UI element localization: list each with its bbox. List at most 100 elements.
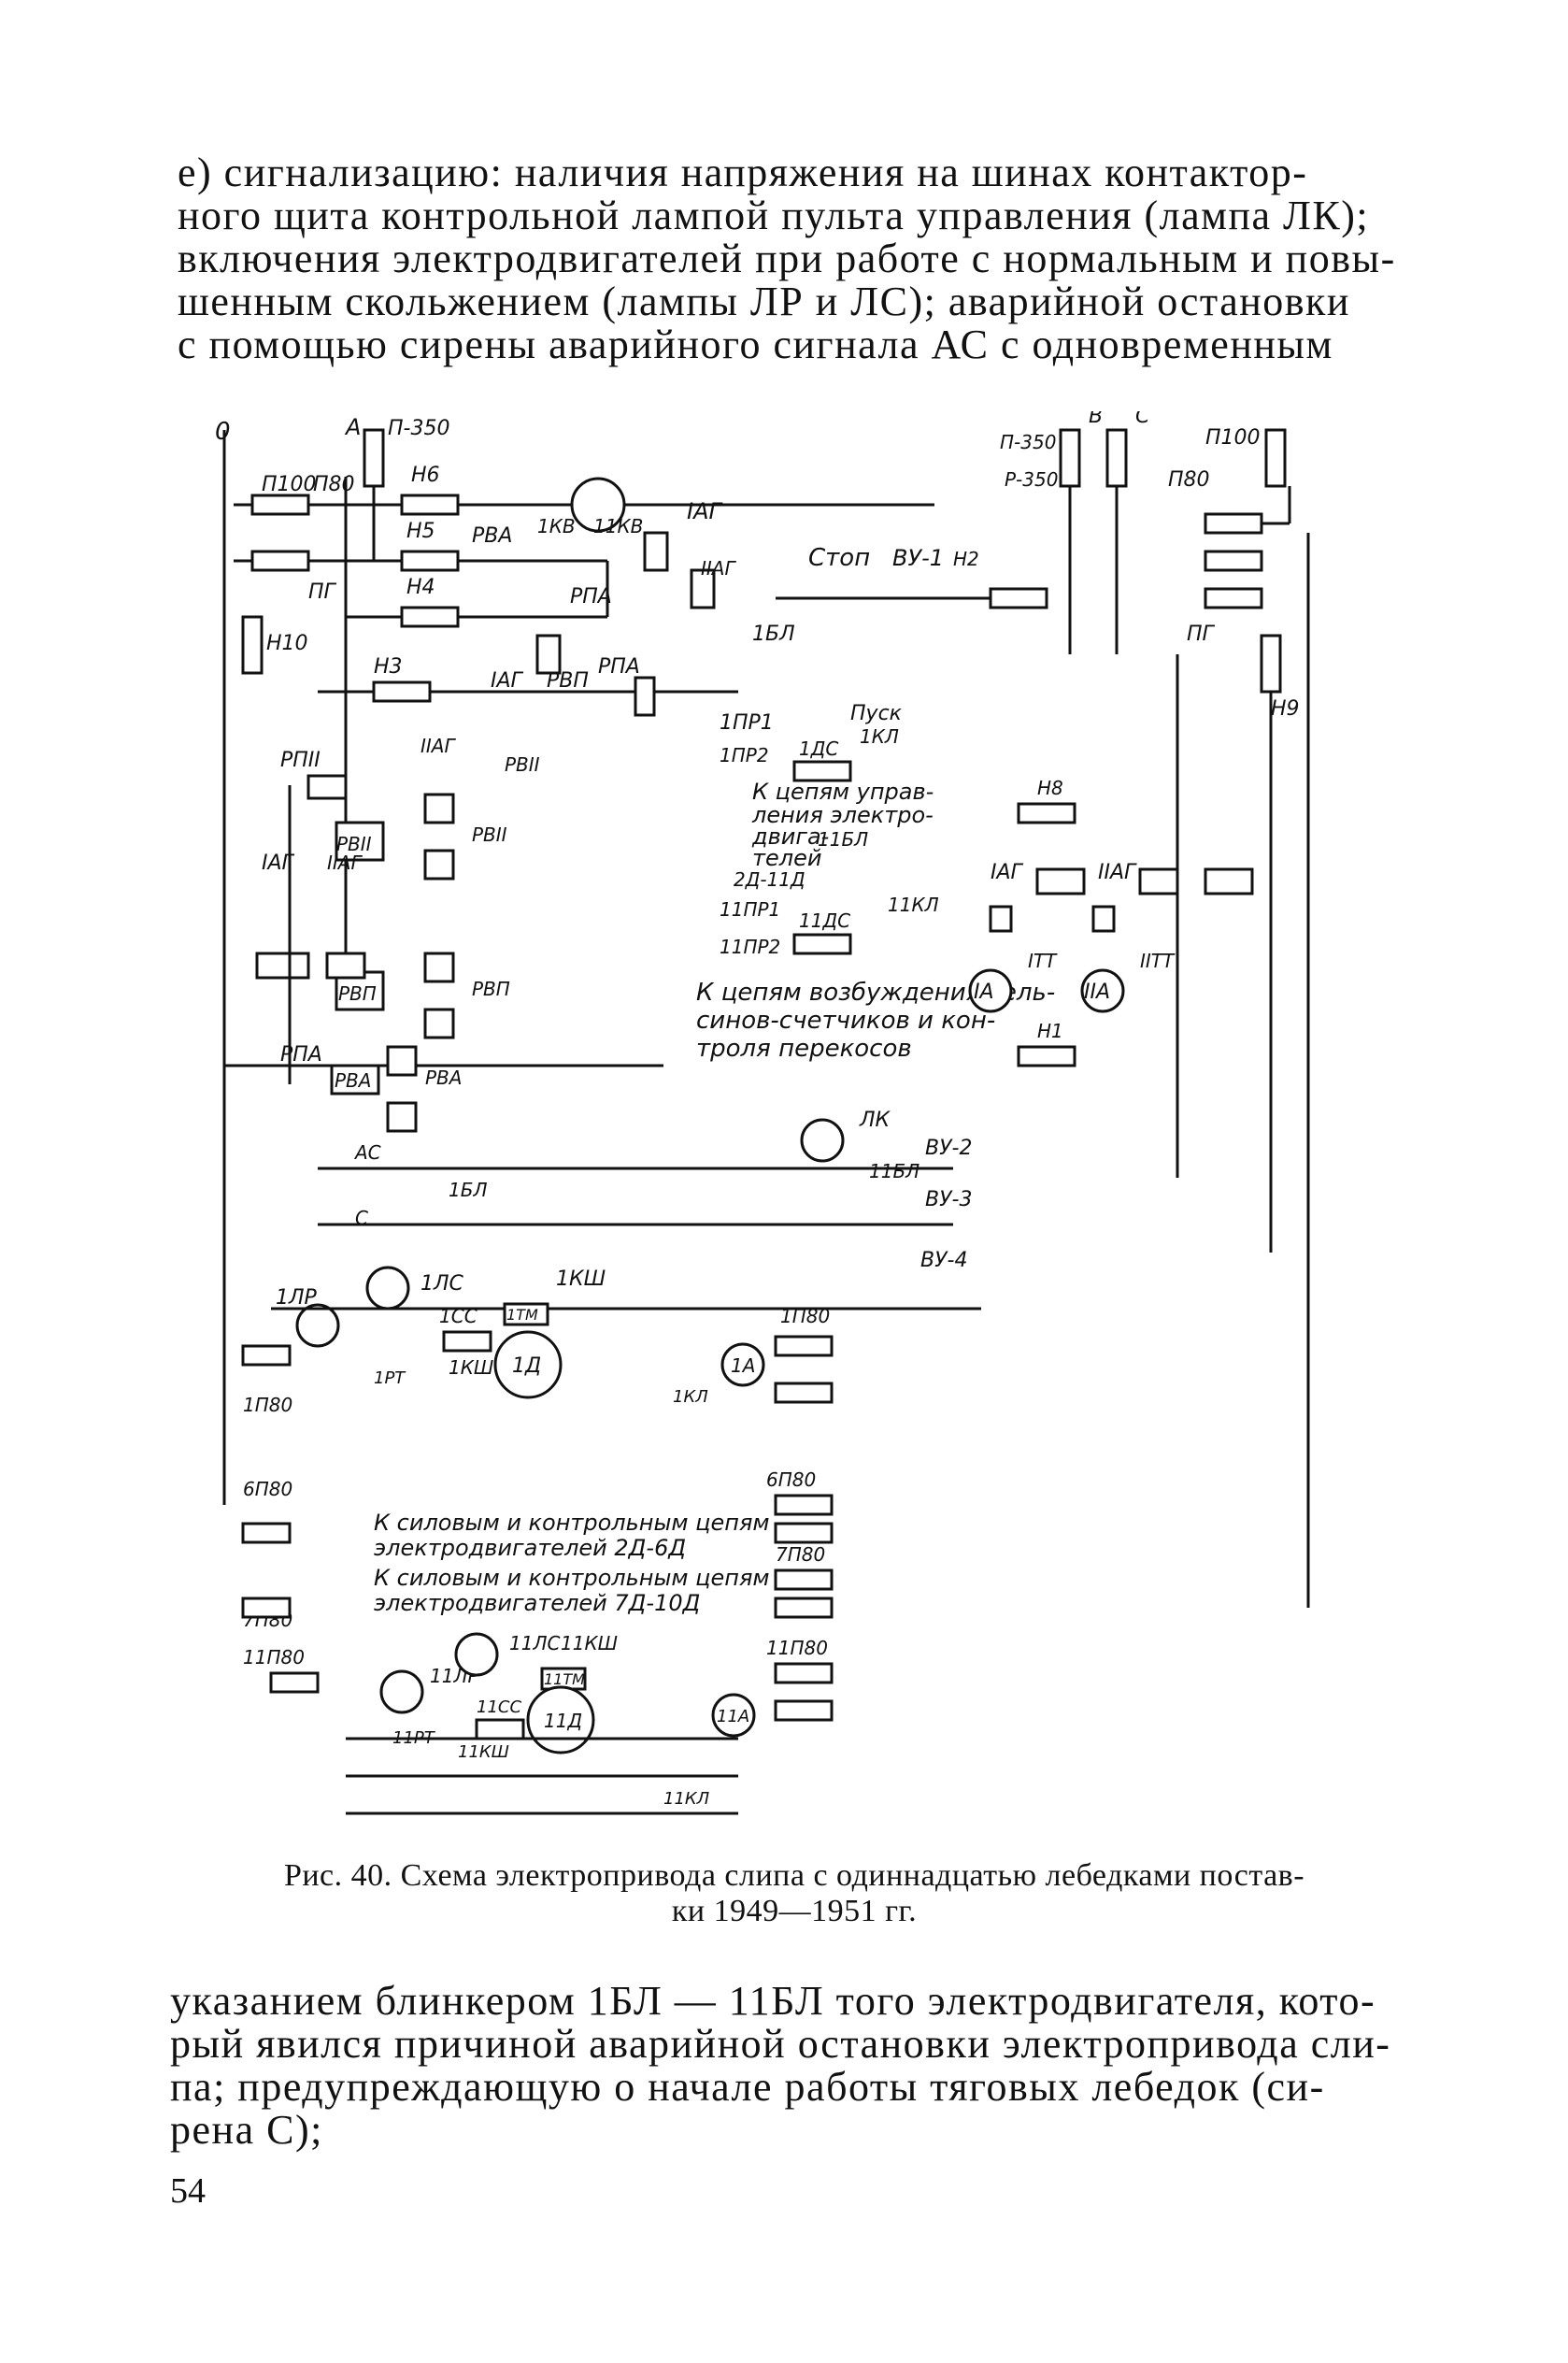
figure-caption: Рис. 40. Схема электропривода слипа с од… bbox=[187, 1858, 1402, 1929]
label-n5: Н5 bbox=[406, 520, 435, 543]
label-1kv: 1КВ bbox=[537, 515, 576, 537]
label-lk: ЛК bbox=[859, 1109, 891, 1132]
right-feed: В С П-350 Р-350 П100 П80 ПГ Н9 bbox=[1000, 411, 1310, 1608]
label-11ksh-top: 11КШ bbox=[561, 1632, 618, 1654]
label-1pr1: 1ПР1 bbox=[720, 711, 774, 735]
label-c: С bbox=[1135, 411, 1150, 428]
text-line: с помощью сирены аварийного сигнала АС с… bbox=[178, 322, 1333, 367]
label-control-note: К цепям управ- bbox=[752, 779, 934, 805]
text-line: рый явился причиной аварийной остановки … bbox=[170, 2021, 1391, 2067]
label-rvii-b: РВII bbox=[472, 823, 507, 846]
label-r350: Р-350 bbox=[1005, 468, 1058, 491]
label-1kl-m1: 1КЛ bbox=[673, 1387, 708, 1407]
ammeter-11a bbox=[711, 1693, 756, 1738]
label-iag-top: IАГ bbox=[687, 498, 722, 524]
text-line: шенным скольжением (лампы ЛР и ЛС); авар… bbox=[178, 279, 1350, 324]
label-control-note3: двига- bbox=[751, 823, 829, 850]
label-rva: РВА bbox=[472, 524, 512, 548]
ammeter-1a bbox=[720, 1342, 765, 1387]
label-1kl-a: 1КЛ bbox=[860, 725, 899, 748]
label-n2: Н2 bbox=[953, 548, 979, 570]
label-11p80-right: 11П80 bbox=[766, 1637, 828, 1659]
lamp-lr1 bbox=[295, 1303, 340, 1348]
label-7p80-right: 7П80 bbox=[776, 1543, 825, 1566]
label-iiag-right: IIАГ bbox=[1098, 861, 1137, 884]
label-1a: 1А bbox=[731, 1354, 755, 1377]
label-power-note1: К силовым и контрольным цепям bbox=[374, 1510, 770, 1536]
text-line: указанием блинкером 1БЛ — 11БЛ того элек… bbox=[170, 1978, 1376, 2024]
label-11pr1: 11ПР1 bbox=[720, 898, 780, 921]
label-1p80-left: 1П80 bbox=[243, 1394, 292, 1416]
label-pg-left: ПГ bbox=[308, 580, 337, 604]
motor-1d bbox=[493, 1330, 563, 1399]
label-1bl-row: 1БЛ bbox=[449, 1179, 487, 1201]
label-vu1: ВУ-1 bbox=[892, 545, 944, 571]
top-bus: Н6 Н5 РВА 1КВ 11КВ Н4 РПА IАГ IIАГ Стоп … bbox=[346, 464, 1048, 646]
motor-11-group: 11П80 11ЛР 11ЛС 11КШ 11ТМ 11Д 11СС 11КШ … bbox=[243, 1632, 834, 1815]
label-p80-right: П80 bbox=[1168, 468, 1210, 492]
relay-block: Н3 IАГ РВП РПА РПII IIАГ РВII РВII РВII … bbox=[224, 634, 1055, 1133]
label-b: В bbox=[1089, 411, 1103, 428]
label-rva-b: РВА bbox=[425, 1067, 462, 1089]
label-iag-relay: IАГ bbox=[491, 669, 524, 693]
label-vu3: ВУ-3 bbox=[925, 1188, 972, 1211]
label-rpa-relay: РПА bbox=[598, 655, 640, 679]
label-iiag-side: IIАГ bbox=[327, 852, 363, 874]
label-n3: Н3 bbox=[374, 655, 403, 679]
label-1cc: 1СС bbox=[439, 1305, 478, 1327]
label-1lr: 1ЛР bbox=[276, 1286, 318, 1310]
text-line: па; предупреждающую о начале работы тяго… bbox=[170, 2064, 1325, 2110]
label-11bl: 11БЛ bbox=[818, 828, 868, 851]
label-rvp: РВП bbox=[547, 669, 589, 693]
label-power-note4: электродвигателей 7Д-10Д bbox=[374, 1590, 700, 1616]
label-rpa-low: РПА bbox=[280, 1043, 322, 1067]
label-vu4: ВУ-4 bbox=[920, 1249, 967, 1272]
text-line: ного щита контрольной лампой пульта упра… bbox=[178, 193, 1370, 238]
lamp-lk bbox=[800, 1118, 845, 1163]
label-ia: IА bbox=[974, 981, 994, 1004]
motor-1-group: ВУ-4 1ЛР 1ЛС 1СС 1КШ 1Д 1ТМ 1КШ 1А 1РТ 1… bbox=[241, 1249, 981, 1544]
current-sensing: Н8 IАГ IIАГ IА IIА IТТ IIТТ Н1 bbox=[968, 777, 1254, 1067]
label-1ls: 1ЛС bbox=[421, 1272, 464, 1296]
caption-line: Рис. 40. Схема электропривода слипа с од… bbox=[283, 1858, 1305, 1893]
label-11pr2: 11ПР2 bbox=[720, 936, 780, 958]
label-iitt: IIТТ bbox=[1140, 950, 1176, 972]
label-n6: Н6 bbox=[411, 464, 440, 487]
label-1ksh: 1КШ bbox=[449, 1356, 493, 1379]
label-rvp-box: РВП bbox=[338, 982, 377, 1005]
label-11d: 11Д bbox=[544, 1710, 582, 1732]
label-rpa: РПА bbox=[570, 585, 612, 609]
label-rva-box: РВА bbox=[335, 1069, 371, 1092]
lamp-lr11 bbox=[379, 1669, 424, 1714]
label-1tm: 1ТМ bbox=[506, 1306, 538, 1324]
label-1ksh-top: 1КШ bbox=[556, 1267, 606, 1291]
label-11ls: 11ЛС bbox=[509, 1632, 560, 1654]
lamp-ls1 bbox=[365, 1266, 410, 1310]
label-excitation2: синов-счетчиков и кон- bbox=[696, 1007, 995, 1035]
label-n9: Н9 bbox=[1271, 697, 1300, 721]
bottom-paragraph: указанием блинкером 1БЛ — 11БЛ того элек… bbox=[170, 1980, 1413, 2152]
label-1d: 1Д bbox=[512, 1354, 541, 1378]
label-6p80-right: 6П80 bbox=[766, 1468, 816, 1491]
left-feed: 0 А П-350 П100 П80 ПГ Н10 bbox=[215, 414, 449, 1505]
label-rvp-b: РВП bbox=[472, 978, 510, 1000]
motor-11d bbox=[526, 1685, 595, 1754]
label-p350-left: П-350 bbox=[388, 417, 449, 440]
label-c-siren: С bbox=[355, 1207, 368, 1229]
label-iag-right: IАГ bbox=[991, 861, 1024, 884]
label-6p80-left: 6П80 bbox=[243, 1478, 292, 1500]
label-control-note4: телей bbox=[752, 845, 821, 871]
label-rvii: РВII bbox=[505, 753, 540, 776]
label-1p80-right: 1П80 bbox=[780, 1305, 830, 1327]
label-p350-right: П-350 bbox=[1000, 431, 1056, 453]
power-notes: К силовым и контрольным цепям электродви… bbox=[241, 1510, 834, 1631]
label-power-note3: К силовым и контрольным цепям bbox=[374, 1565, 770, 1591]
label-control-note2: ления электро- bbox=[751, 802, 934, 828]
label-p80-left: П80 bbox=[313, 473, 355, 496]
label-1bl-top: 1БЛ bbox=[752, 623, 795, 646]
label-rpii: РПII bbox=[280, 749, 321, 772]
label-1rt: 1РТ bbox=[374, 1368, 406, 1388]
label-stop: Стоп bbox=[808, 544, 870, 572]
label-a: А bbox=[344, 414, 361, 440]
